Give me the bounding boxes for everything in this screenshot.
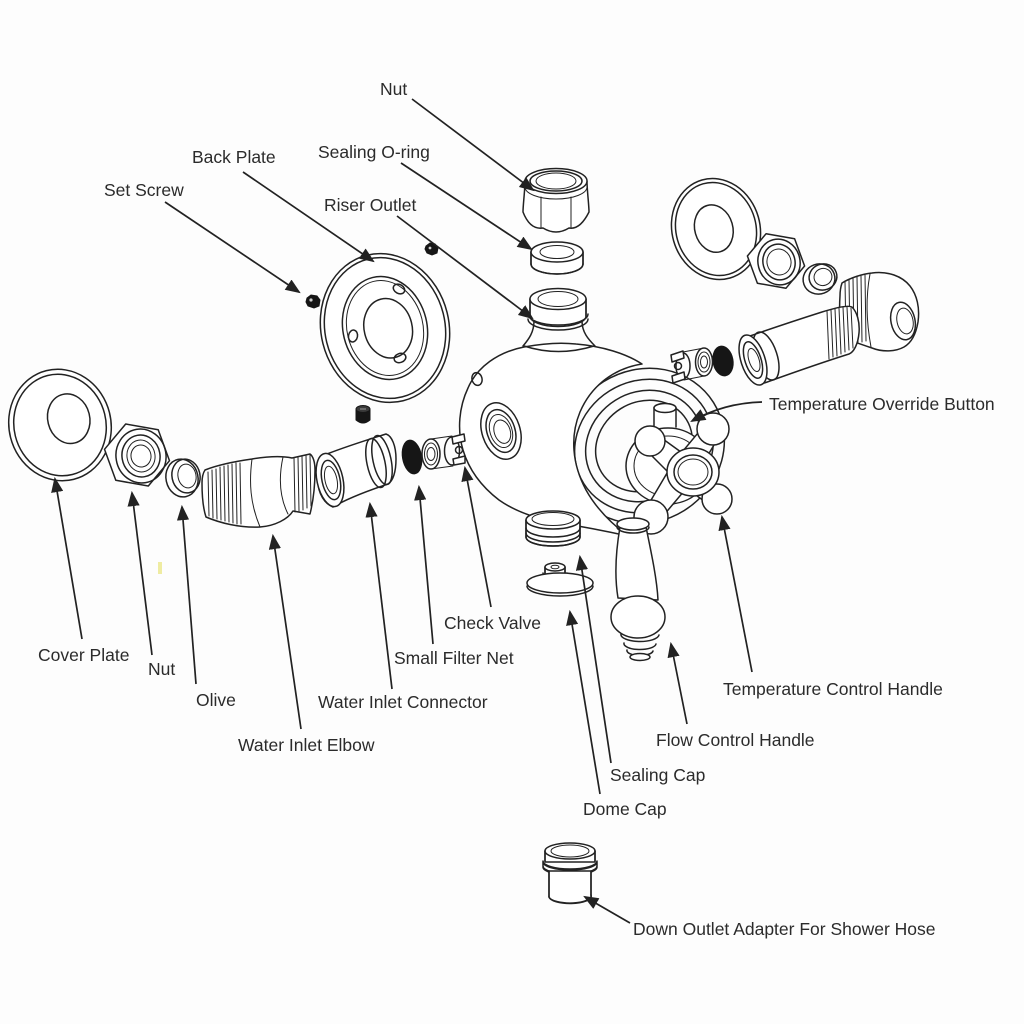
- leader-down-outlet-adapter: [583, 895, 631, 924]
- leader-olive: [176, 504, 197, 685]
- part-olive-right: [802, 263, 838, 295]
- part-down-outlet-adapter: [542, 842, 598, 905]
- part-grub-screw: [355, 405, 371, 424]
- label-temperature-control-handle: Temperature Control Handle: [723, 679, 943, 699]
- leader-back-plate: [242, 171, 375, 263]
- label-set-screw: Set Screw: [104, 180, 184, 200]
- part-small-filter-net: [401, 439, 423, 475]
- leader-flow-control-handle: [667, 641, 688, 725]
- part-olive: [165, 458, 201, 498]
- label-check-valve: Check Valve: [444, 613, 541, 633]
- leader-nut-top: [411, 98, 535, 192]
- part-set-screw: [305, 294, 321, 309]
- label-flow-control-handle: Flow Control Handle: [656, 730, 815, 750]
- part-dome-cap: [526, 562, 594, 597]
- label-dome-cap: Dome Cap: [583, 799, 667, 819]
- part-check-valve-right: [670, 347, 714, 384]
- label-nut-bottom: Nut: [148, 659, 175, 679]
- part-water-inlet-elbow: [201, 453, 316, 528]
- label-temperature-override-button: Temperature Override Button: [769, 394, 995, 414]
- label-nut-top: Nut: [380, 79, 407, 99]
- label-water-inlet-connector: Water Inlet Connector: [318, 692, 488, 712]
- leader-riser-outlet: [396, 215, 534, 320]
- label-cover-plate: Cover Plate: [38, 645, 129, 665]
- label-riser-outlet: Riser Outlet: [324, 195, 417, 215]
- part-set-screw-small: [424, 242, 439, 256]
- part-water-inlet-connector: [315, 433, 397, 508]
- part-sealing-cap: [525, 510, 581, 547]
- body-screw-hole: [471, 371, 483, 387]
- label-olive: Olive: [196, 690, 236, 710]
- scan-artifact-mark: [158, 562, 162, 574]
- leader-temperature-override-button: [690, 401, 763, 423]
- leader-dome-cap: [566, 609, 601, 795]
- part-nut-right: [746, 232, 806, 290]
- leader-set-screw: [164, 201, 301, 294]
- leader-water-inlet-connector: [365, 501, 393, 690]
- leader-check-valve: [461, 465, 492, 608]
- leader-small-filter-net: [414, 484, 434, 645]
- label-sealing-o-ring: Sealing O-ring: [318, 142, 430, 162]
- part-cover-plate: [7, 368, 113, 482]
- part-riser-outlet: [527, 287, 589, 331]
- part-connector-right: [738, 305, 860, 386]
- leader-temperature-control-handle: [718, 514, 753, 673]
- leader-cover-plate: [51, 476, 83, 640]
- label-back-plate: Back Plate: [192, 147, 276, 167]
- part-cover-plate-right: [670, 177, 762, 281]
- part-nut: [103, 423, 171, 487]
- part-check-valve: [421, 433, 466, 470]
- part-top-nut: [522, 167, 590, 233]
- body-inlet-port: [480, 402, 522, 460]
- label-down-outlet-adapter: Down Outlet Adapter For Shower Hose: [633, 919, 936, 939]
- leader-sealing-o-ring: [400, 162, 533, 251]
- leader-sealing-cap: [575, 554, 612, 764]
- leader-lines: [51, 98, 763, 924]
- label-sealing-cap: Sealing Cap: [610, 765, 705, 785]
- leader-nut-bottom: [127, 490, 153, 656]
- label-water-inlet-elbow: Water Inlet Elbow: [238, 735, 375, 755]
- leader-water-inlet-elbow: [268, 533, 302, 730]
- part-o-ring-filter-right: [712, 345, 734, 377]
- part-sealing-o-ring: [530, 241, 584, 275]
- part-flow-control-handle: [610, 517, 666, 662]
- part-temperature-control-handle: [625, 412, 733, 535]
- label-small-filter-net: Small Filter Net: [394, 648, 514, 668]
- part-temperature-override-button: [653, 402, 677, 428]
- part-back-plate: [319, 252, 451, 404]
- labels: Nut Back Plate Sealing O-ring Set Screw …: [38, 79, 995, 939]
